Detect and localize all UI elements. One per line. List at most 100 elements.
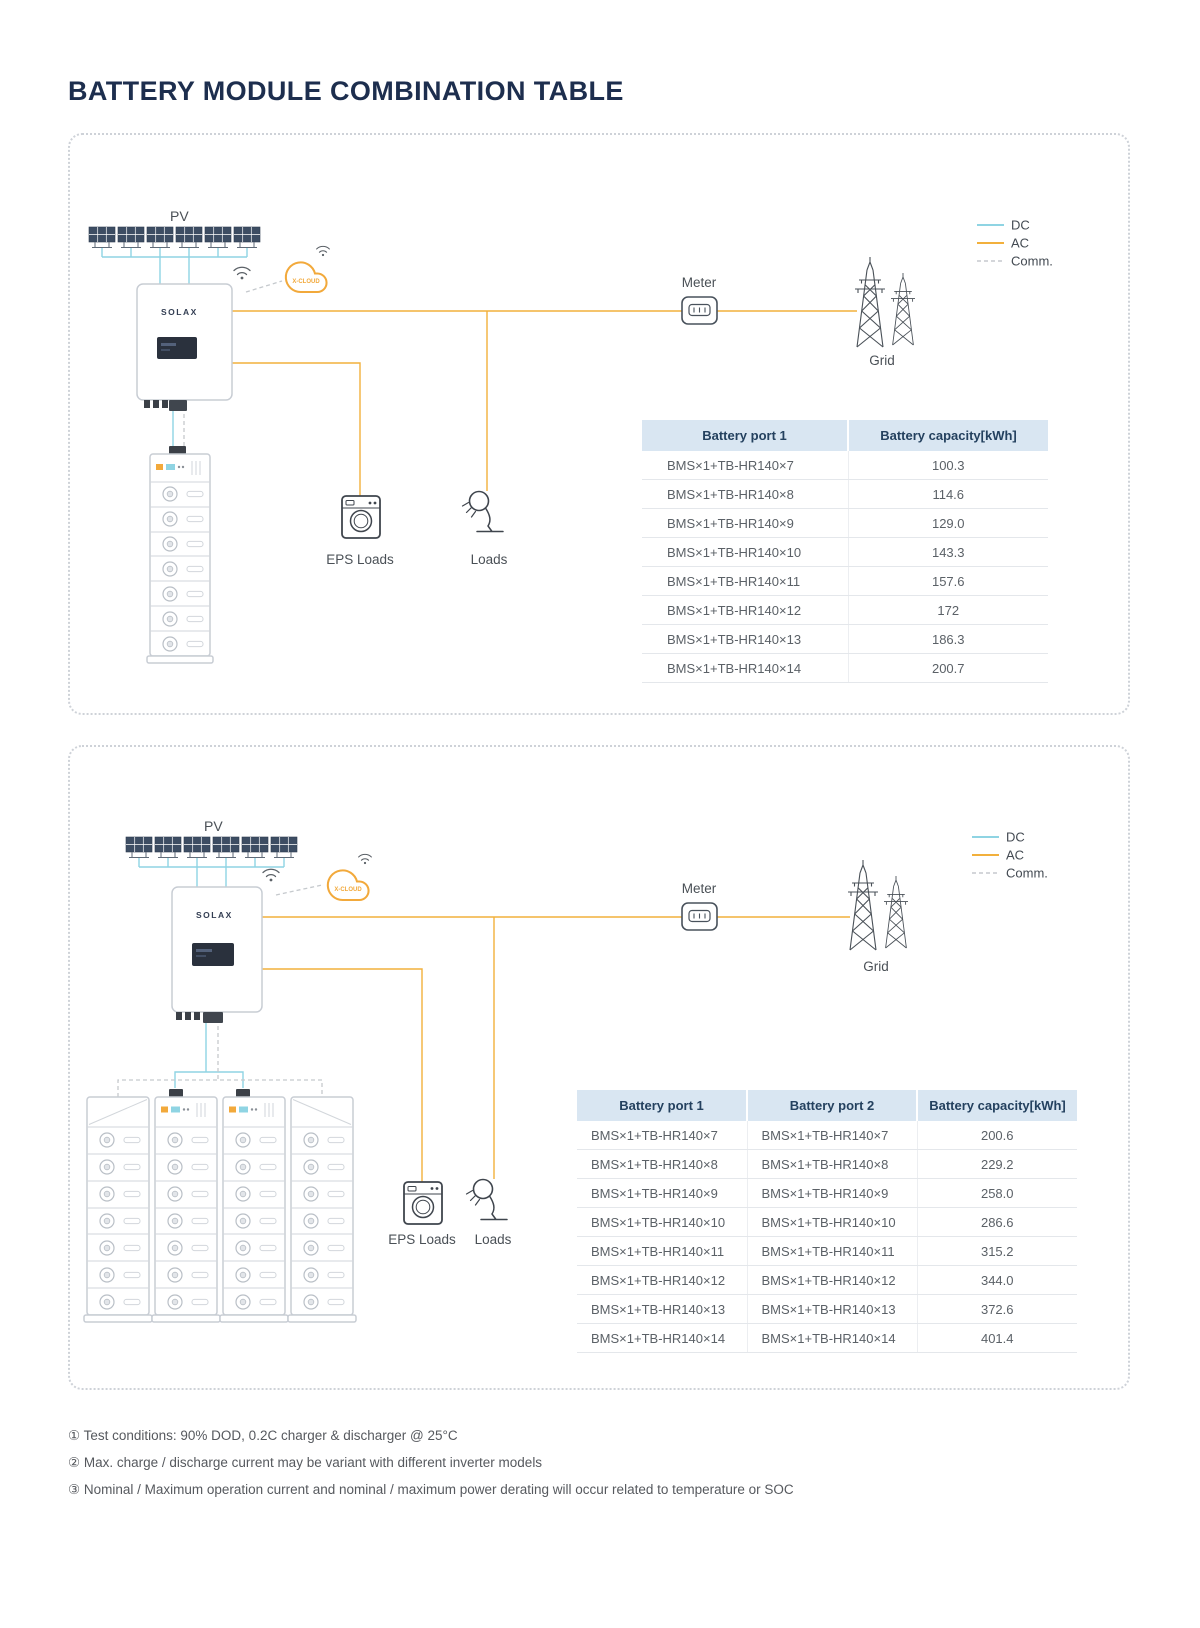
capacity-cell: 186.3 (847, 624, 1048, 654)
model-cell: BMS×1+TB-HR140×7 (577, 1121, 747, 1150)
eps-loads: EPS Loads (326, 495, 394, 567)
legend-comm-label: Comm. (1011, 254, 1053, 269)
model-cell: BMS×1+TB-HR140×8 (577, 1149, 747, 1179)
meter-label: Meter (682, 881, 717, 896)
column-header: Battery port 2 (746, 1090, 917, 1121)
capacity-cell: 229.2 (916, 1149, 1077, 1179)
model-cell: BMS×1+TB-HR140×13 (642, 624, 848, 654)
grid: Grid (854, 256, 916, 368)
solar-panel-icon (125, 836, 153, 858)
model-cell: BMS×1+TB-HR140×10 (577, 1207, 747, 1237)
ac-wires (232, 310, 857, 496)
battery-cabinet (219, 1096, 289, 1323)
battery-cabinet (149, 453, 211, 657)
solar-panel-icon (241, 836, 269, 858)
lamp-icon (472, 1178, 494, 1200)
capacity-cell: 100.3 (847, 451, 1048, 480)
xcloud: X-CLOUD (284, 245, 330, 294)
model-cell: BMS×1+TB-HR140×11 (746, 1236, 917, 1266)
legend-dc-label: DC (1011, 218, 1030, 233)
model-cell: BMS×1+TB-HR140×11 (577, 1236, 747, 1266)
capacity-cell: 315.2 (916, 1236, 1077, 1266)
capacity-cell: 344.0 (916, 1265, 1077, 1295)
loads: Loads (465, 1178, 512, 1247)
solar-panel-icon (212, 836, 240, 858)
grid-label: Grid (869, 353, 895, 368)
cloud-label: X-CLOUD (292, 279, 320, 285)
grid-label: Grid (863, 959, 889, 974)
cloud-icon (284, 261, 328, 294)
legend: DC AC Comm. (972, 830, 1048, 881)
meter: Meter (681, 881, 718, 931)
diagram1-canvas: PV SOLAX X-CLOUD M (88, 208, 1053, 664)
footnote-2: ② Max. charge / discharge current may be… (68, 1455, 543, 1470)
wifi-icon (358, 853, 372, 865)
tower-top-slope (292, 1099, 352, 1125)
solar-panel-icon (88, 226, 116, 248)
inverter: SOLAX (171, 868, 280, 1023)
model-cell: BMS×1+TB-HR140×9 (577, 1178, 747, 1208)
footnote-1: ① Test conditions: 90% DOD, 0.2C charger… (68, 1428, 458, 1443)
capacity-cell: 372.6 (916, 1294, 1077, 1324)
model-cell: BMS×1+TB-HR140×14 (642, 653, 848, 683)
model-cell: BMS×1+TB-HR140×10 (746, 1207, 917, 1237)
inverter-brand: SOLAX (196, 910, 233, 920)
pv-label: PV (204, 818, 223, 834)
battery-cabinet (151, 1096, 221, 1323)
pv-label: PV (170, 208, 189, 224)
inverter-screen (192, 943, 234, 966)
diagram-dual-battery-port: PV SOLAX X-CLOUD M (68, 745, 1130, 1390)
transmission-tower-icon (890, 272, 916, 346)
battery-top-connector (236, 1089, 250, 1097)
legend-ac-label: AC (1011, 236, 1029, 251)
footnote-3: ③ Nominal / Maximum operation current an… (68, 1482, 794, 1497)
bms-indicator-orange (156, 464, 163, 470)
model-cell: BMS×1+TB-HR140×10 (642, 537, 848, 567)
lamp-icon (468, 490, 490, 512)
comm-wires (117, 884, 323, 1097)
bms-indicator-cyan (171, 1106, 180, 1113)
wifi-icon (262, 868, 280, 883)
inverter-screen (157, 337, 197, 359)
inverter-brand: SOLAX (161, 307, 198, 317)
battery-cabinet (287, 1096, 357, 1323)
capacity-cell: 286.6 (916, 1207, 1077, 1237)
capacity-cell: 143.3 (847, 537, 1048, 567)
bms-indicator-orange (229, 1106, 236, 1113)
model-cell: BMS×1+TB-HR140×13 (746, 1294, 917, 1324)
capacity-cell: 258.0 (916, 1178, 1077, 1208)
battery-tower (146, 446, 214, 664)
transmission-tower-icon (883, 875, 909, 949)
bms-indicator-cyan (166, 464, 175, 470)
model-cell: BMS×1+TB-HR140×14 (577, 1323, 747, 1353)
legend-ac-label: AC (1006, 848, 1024, 863)
column-header: Battery capacity[kWh] (916, 1090, 1077, 1121)
capacity-cell: 157.6 (847, 566, 1048, 596)
solar-panel-icon (146, 226, 174, 248)
solar-panel-icon (270, 836, 298, 858)
cloud-icon (326, 869, 370, 902)
grid: Grid (847, 859, 909, 974)
legend-comm-label: Comm. (1006, 866, 1048, 881)
legend: DC AC Comm. (977, 218, 1053, 269)
cloud-label: X-CLOUD (334, 887, 362, 893)
ac-wires (262, 916, 850, 1182)
meter-label: Meter (682, 275, 717, 290)
model-cell: BMS×1+TB-HR140×9 (746, 1178, 917, 1208)
solar-panel-icon (233, 226, 261, 248)
